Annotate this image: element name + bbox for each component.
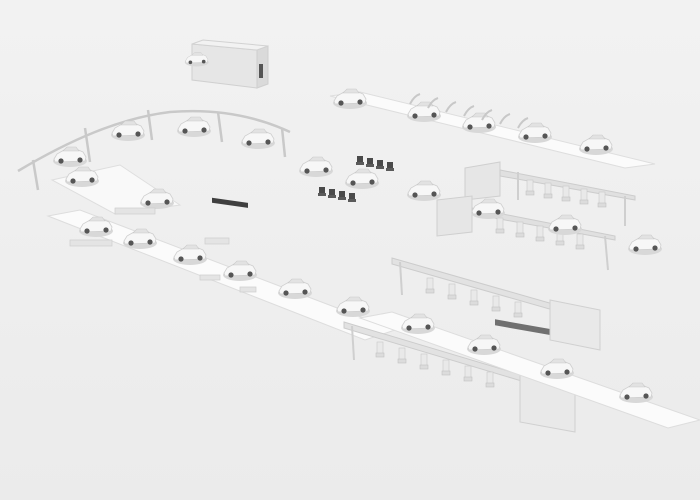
building-block [191,39,269,89]
overhead-rail [17,109,291,191]
robot-station-upper [464,161,636,226]
seat-parts [212,156,394,208]
loose-parts [69,207,257,293]
arch-markers [409,93,529,129]
robot-station-lower [391,257,601,351]
lower-conveyor [358,311,700,429]
